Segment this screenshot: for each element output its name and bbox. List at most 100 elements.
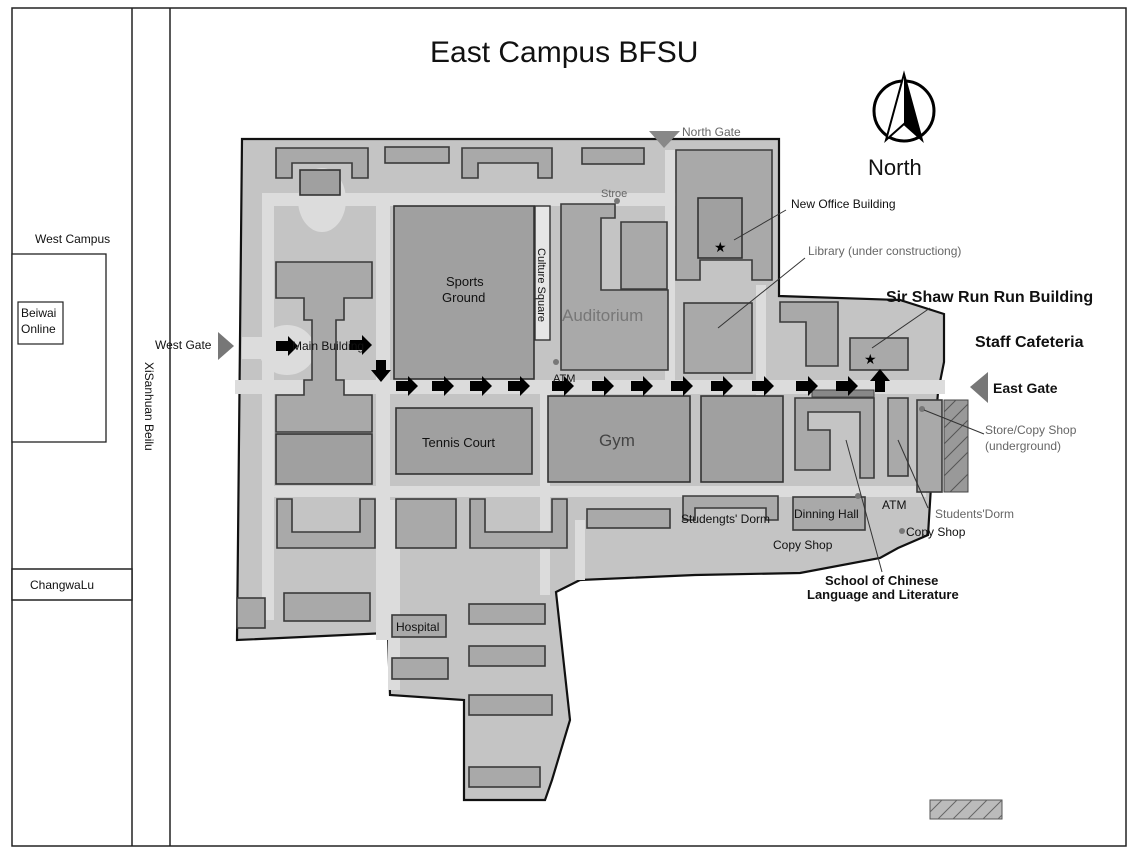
beiwai-online-line2: Online	[21, 322, 56, 336]
copy-shop-2-dot	[899, 528, 905, 534]
route-arrow-down	[371, 360, 391, 382]
north-label: North	[868, 155, 922, 180]
road-east-vertical-1	[665, 150, 675, 390]
route-arrow-12	[752, 376, 774, 396]
building-east-1	[779, 301, 839, 367]
building-nw-small	[299, 169, 341, 196]
atm-1-label: ATM	[553, 373, 575, 385]
beiwai-online-box	[17, 301, 64, 345]
store-north-dot	[614, 198, 620, 204]
beiwai-online-line1: Beiwai	[21, 306, 56, 320]
changwalu-road	[11, 568, 133, 601]
building-s8	[391, 657, 449, 680]
hatched-area-1	[811, 389, 875, 398]
route-arrow-14	[836, 376, 858, 396]
school-chinese-label-1: School of Chinese	[825, 573, 938, 588]
store-north-label: Stroe	[601, 188, 627, 200]
culture-square	[534, 205, 551, 341]
building-main-south	[275, 433, 373, 485]
building-s3	[469, 498, 568, 549]
route-arrow-11	[711, 376, 733, 396]
east-gate-icon	[970, 372, 988, 403]
sports-ground	[393, 205, 535, 380]
route-arrows	[276, 335, 890, 396]
building-n2	[384, 146, 450, 164]
school-chinese-label-2: Language and Literature	[807, 587, 959, 602]
sports-ground-label-1: Sports	[446, 274, 484, 289]
route-arrow-8	[592, 376, 614, 396]
east-gate-label: East Gate	[993, 380, 1058, 396]
main-building-label: Main Building	[292, 339, 364, 353]
auditorium-label: Auditorium	[562, 306, 643, 325]
road-south-courts	[575, 520, 585, 580]
building-s4	[586, 508, 671, 529]
road-east-vertical-2	[756, 285, 766, 395]
route-arrow-4	[432, 376, 454, 396]
building-n1	[275, 147, 369, 179]
west-gate-label: West Gate	[155, 338, 212, 352]
building-s5	[283, 592, 371, 622]
store-copy-label-1: Store/Copy Shop	[985, 423, 1077, 437]
north-arrow-icon	[872, 70, 936, 143]
students-dorm-2-label: Students'Dorm	[935, 507, 1014, 521]
building-n3	[461, 147, 553, 179]
xisanhuan-label: XiSanhuan Beilu	[142, 362, 156, 451]
building-s2	[395, 498, 457, 549]
building-new-office-inner	[697, 197, 743, 259]
route-arrow-1	[276, 336, 298, 356]
building-s9	[468, 694, 553, 716]
route-arrow-10	[671, 376, 693, 396]
west-gate-icon	[218, 332, 234, 360]
building-library	[683, 302, 753, 374]
west-campus-block	[11, 253, 107, 443]
copy-shop-2-label: Copy Shop	[906, 525, 966, 539]
hatch-lines	[943, 399, 969, 493]
building-hospital	[391, 614, 447, 638]
building-s1	[276, 498, 376, 549]
building-auditorium-east	[620, 221, 668, 290]
building-students-dorm	[682, 495, 779, 521]
west-campus-label: West Campus	[35, 232, 110, 246]
students-dorm-1-label: Studengts' Dorm	[681, 512, 770, 526]
library-label: Library (under constructiong)	[808, 244, 961, 258]
building-school-chinese	[794, 397, 875, 479]
map-title: East Campus BFSU	[430, 36, 698, 69]
gym-label: Gym	[599, 431, 635, 450]
building-s6	[468, 603, 546, 625]
road-mid-vertical	[376, 200, 390, 640]
building-dining-hall	[792, 496, 866, 531]
atm-2-dot	[855, 493, 861, 499]
callout-lines	[717, 209, 985, 573]
north-gate-icon	[649, 131, 680, 148]
new-office-star-icon: ★	[714, 239, 727, 255]
changwalu-label: ChangwaLu	[30, 578, 94, 592]
sir-shaw-label: Sir Shaw Run Run Building	[886, 289, 1093, 306]
building-students-dorm-tall	[887, 397, 909, 477]
building-s7	[468, 645, 546, 667]
hospital-label: Hospital	[396, 620, 439, 634]
atm-1-dot	[553, 359, 559, 365]
building-auditorium	[560, 203, 669, 371]
new-office-label: New Office Building	[791, 197, 896, 211]
atm-2-label: ATM	[882, 498, 906, 512]
building-main	[275, 261, 373, 433]
route-arrow-6	[508, 376, 530, 396]
road-south	[266, 486, 926, 497]
building-store-copy	[916, 399, 943, 493]
route-arrow-5	[470, 376, 492, 396]
route-arrow-up	[870, 369, 890, 392]
north-gate-label: North Gate	[682, 125, 741, 139]
building-n4	[581, 147, 645, 165]
road-gym-vertical	[540, 385, 550, 595]
route-arrow-2	[350, 335, 372, 355]
building-sw-corner	[236, 597, 266, 629]
store-copy-label-2: (underground)	[985, 439, 1061, 453]
store-copy-dot	[919, 406, 925, 412]
tennis-court	[395, 407, 533, 475]
sports-ground-label-2: Ground	[442, 290, 485, 305]
route-arrow-9	[631, 376, 653, 396]
road-north	[262, 193, 682, 206]
route-arrow-7	[552, 376, 574, 396]
building-s10	[468, 766, 541, 788]
